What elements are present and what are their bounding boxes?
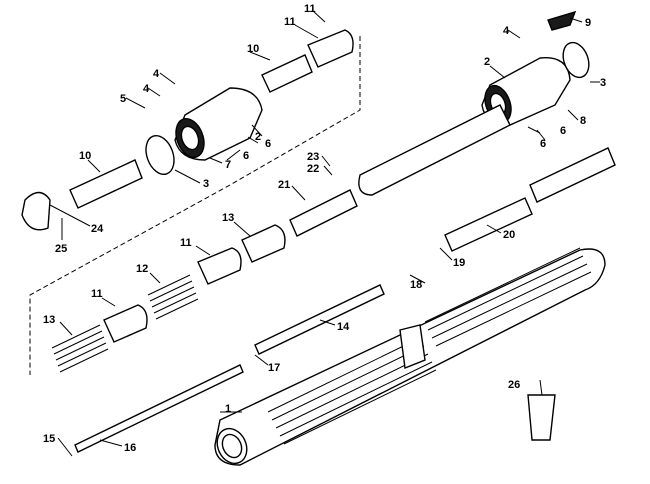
callout-11-a: 11 xyxy=(284,16,296,28)
leader-lines xyxy=(49,9,600,457)
callout-16: 15 xyxy=(43,433,55,445)
callout-7: 7 xyxy=(225,159,231,171)
callout-17: 16 xyxy=(124,442,136,454)
callout-3-upper-o-ring: 3 xyxy=(600,77,606,89)
callout-4-a: 4 xyxy=(143,83,150,95)
callout-21: 20 xyxy=(503,229,515,241)
part-shaft-15 xyxy=(254,284,385,355)
callout-25: 24 xyxy=(91,223,104,235)
part-tube-21 xyxy=(444,197,533,252)
callout-4-b: 4 xyxy=(153,68,160,80)
callout-19: 18 xyxy=(410,279,422,291)
callout-20: 19 xyxy=(453,257,465,269)
part-knob-9 xyxy=(547,10,577,31)
callout-22: 21 xyxy=(278,179,290,191)
part-shaft-17 xyxy=(74,364,244,453)
part-outer-tube xyxy=(214,247,606,466)
callout-6-a: 6 xyxy=(243,150,249,162)
dashed-group-outline xyxy=(29,36,361,375)
callout-1: 1 xyxy=(225,403,231,415)
callout-12: 11 xyxy=(304,3,316,15)
callout-26: 25 xyxy=(55,243,67,255)
callout-6-d: 6 xyxy=(540,138,546,150)
part-bushing-11-a xyxy=(307,29,354,68)
callout-9: 9 xyxy=(585,17,591,29)
part-spring-13-a xyxy=(147,274,199,320)
part-bushing-11-b xyxy=(197,247,242,285)
part-tube-upper xyxy=(529,147,616,203)
callout-13-upper: 12 xyxy=(136,263,148,275)
part-sleeve-14 xyxy=(241,224,286,263)
callout-2-upper-housing: 2 xyxy=(484,56,490,68)
callout-24: 23 xyxy=(307,151,319,163)
part-sleeve-10-lower xyxy=(69,159,143,209)
callout-10-lower: 10 xyxy=(79,150,91,162)
callout-15: 14 xyxy=(337,321,350,333)
callout-23: 22 xyxy=(307,163,319,175)
callout-11-b: 11 xyxy=(180,237,192,249)
part-housing-lower xyxy=(174,87,263,161)
callout-11-c: 11 xyxy=(91,288,103,300)
callout-5: 5 xyxy=(120,93,126,105)
callout-13-lower: 13 xyxy=(43,314,55,326)
callout-8: 8 xyxy=(580,115,586,127)
callout-10-upper: 10 xyxy=(247,43,259,55)
callout-14: 13 xyxy=(222,212,234,224)
callout-4-upper: 4 xyxy=(503,25,510,37)
part-tube-22 xyxy=(289,189,358,237)
part-o-ring-lower xyxy=(145,134,175,176)
callout-27: 26 xyxy=(508,379,520,391)
part-middle-tube xyxy=(358,104,511,196)
callout-6-b: 6 xyxy=(265,138,271,150)
callout-2-lower-housing: 2 xyxy=(255,131,261,143)
callout-6-c: 6 xyxy=(560,125,566,137)
part-o-ring-upper xyxy=(562,41,590,79)
part-sleeve-10-upper xyxy=(261,54,313,93)
callout-18: 17 xyxy=(268,362,280,374)
callout-labels: 1 2 2 3 3 4 4 4 5 6 6 6 6 7 8 9 10 10 11… xyxy=(43,3,606,454)
part-clamp-25 xyxy=(21,191,51,231)
part-bushing-11-c xyxy=(103,304,148,343)
callout-3-lower-o-ring: 3 xyxy=(203,178,209,190)
part-spring-13-b xyxy=(51,324,109,373)
part-tube-27 xyxy=(527,394,556,441)
